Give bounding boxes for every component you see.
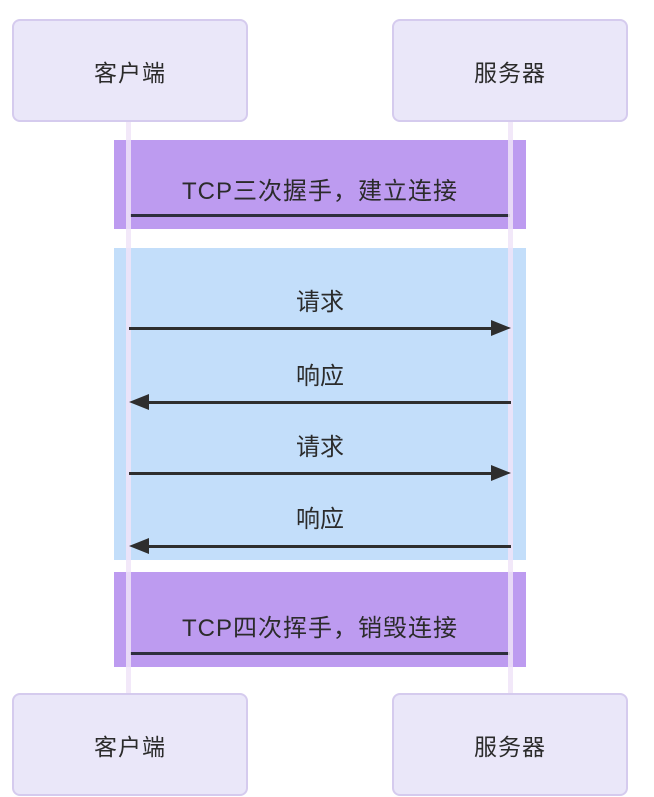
client-lifeline bbox=[126, 122, 131, 693]
message-label-request-1: 请求 bbox=[296, 289, 344, 316]
teardown-divider-line bbox=[130, 652, 510, 655]
arrow-shaft bbox=[143, 544, 511, 548]
request-arrow-right-icon bbox=[129, 465, 511, 481]
arrow-head bbox=[129, 394, 149, 410]
message-label-response-2: 响应 bbox=[296, 506, 344, 533]
data-transfer-band bbox=[114, 248, 526, 560]
actor-client-bottom-label: 客户端 bbox=[94, 733, 166, 760]
teardown-phase-band: TCP四次挥手，销毁连接 bbox=[114, 572, 526, 667]
handshake-divider-line bbox=[130, 214, 510, 217]
actor-client-top: 客户端 bbox=[12, 19, 248, 122]
actor-server-top-label: 服务器 bbox=[474, 59, 546, 86]
teardown-phase-label: TCP四次挥手，销毁连接 bbox=[182, 615, 458, 642]
arrow-head bbox=[491, 320, 511, 336]
message-label-request-2: 请求 bbox=[296, 434, 344, 461]
arrow-head bbox=[491, 465, 511, 481]
actor-client-bottom: 客户端 bbox=[12, 693, 248, 796]
handshake-phase-label: TCP三次握手，建立连接 bbox=[182, 178, 458, 205]
response-arrow-left-icon bbox=[129, 538, 511, 554]
request-arrow-right-icon bbox=[129, 320, 511, 336]
message-label-response-1: 响应 bbox=[296, 363, 344, 390]
actor-server-bottom-label: 服务器 bbox=[474, 733, 546, 760]
arrow-shaft bbox=[129, 471, 497, 475]
actor-client-top-label: 客户端 bbox=[94, 59, 166, 86]
arrow-head bbox=[129, 538, 149, 554]
response-arrow-left-icon bbox=[129, 394, 511, 410]
actor-server-bottom: 服务器 bbox=[392, 693, 628, 796]
handshake-phase-band: TCP三次握手，建立连接 bbox=[114, 140, 526, 229]
arrow-shaft bbox=[143, 400, 511, 404]
actor-server-top: 服务器 bbox=[392, 19, 628, 122]
arrow-shaft bbox=[129, 326, 497, 330]
server-lifeline bbox=[508, 122, 513, 693]
